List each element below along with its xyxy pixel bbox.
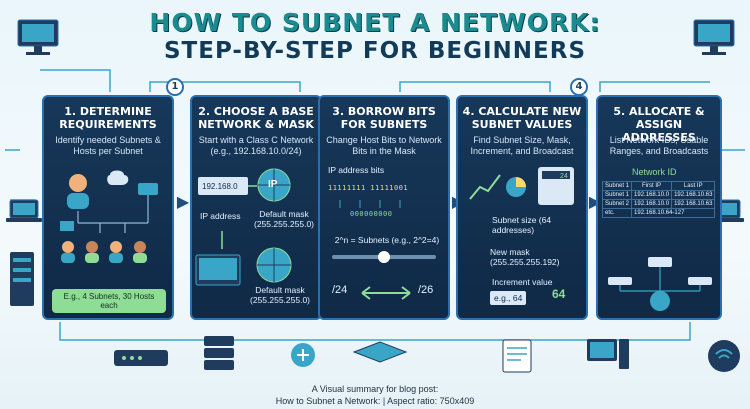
page-title: HOW TO SUBNET A NETWORK:: [149, 8, 601, 37]
step-2-panel: 2. CHOOSE A BASE NETWORK & MASK Start wi…: [190, 95, 322, 320]
desktop-monitor-icon-right: [693, 19, 735, 55]
caption-line-2: How to Subnet a Network: | Aspect ratio:…: [275, 396, 475, 406]
network-devices-icon: [608, 257, 712, 311]
router-icon: [291, 343, 315, 367]
step-2-title: 2. CHOOSE A BASE NETWORK & MASK: [198, 105, 314, 131]
bits-label: IP address bits: [328, 165, 385, 175]
table-cell: Subnet 1: [601, 190, 633, 200]
laptop-icon: [6, 199, 42, 222]
calculator-display: 24: [560, 173, 568, 180]
step-marker-4: 4: [570, 78, 588, 96]
step-3-title: 3. BORROW BITS FOR SUBNETS: [332, 105, 436, 131]
step-4-description: Find Subnet Size, Mask, Increment, and B…: [470, 135, 574, 156]
network-id-label: Network ID: [632, 167, 677, 177]
step-1-panel: 1. DETERMINE REQUIREMENTS Identify neede…: [42, 95, 174, 320]
desktop-monitor-icon: [17, 19, 59, 55]
server-icon: [10, 252, 34, 306]
caption-line-1: A Visual summary for blog post:: [311, 384, 439, 394]
table-header-row: Subnet 1 First IP Last IP: [601, 181, 716, 191]
arrow-1-to-2: ▶: [176, 192, 190, 211]
bits-row-1: 11111111 11111001: [328, 184, 409, 192]
ip-address-box: 192.168.0: [202, 182, 238, 191]
table-cell: 192.168.10.63: [671, 190, 716, 200]
cidr-to: /26: [418, 284, 434, 296]
table-cell: 192.168.10.64-127: [631, 208, 716, 218]
step-5-title: 5. ALLOCATE & ASSIGN ADDRESSES: [613, 105, 705, 144]
ip-network-diagram: [195, 168, 292, 286]
step-marker-1: 1: [166, 78, 184, 96]
bits-row-2: 000000000: [350, 210, 393, 218]
table-row: Subnet 2 192.168.10.0 192.168.10.63: [601, 199, 716, 209]
page-subtitle: STEP-BY-STEP FOR BEGINNERS: [163, 38, 587, 64]
charts-calculator-icon: [469, 167, 574, 205]
table-row: etc. 192.168.10.64-127: [601, 208, 716, 218]
mask-slider: [332, 251, 436, 263]
core-router-icon: [352, 341, 408, 363]
increment-label: Increment value: [492, 277, 553, 287]
new-mask-label: New mask (255.255.255.192): [490, 247, 560, 267]
step-5-panel: 5. ALLOCATE & ASSIGN ADDRESSES List Netw…: [596, 95, 722, 320]
default-mask-label-1: Default mask (255.255.255.0): [253, 209, 315, 229]
step-1-example-pill: E.g., 4 Subnets, 30 Hosts each: [52, 289, 166, 313]
table-header: First IP: [631, 181, 673, 191]
ip-address-label: IP address: [200, 211, 241, 221]
step-3-panel: 3. BORROW BITS FOR SUBNETS Change Host B…: [318, 95, 450, 320]
increment-example: e.g., 64: [490, 291, 527, 305]
subnet-size-label: Subnet size (64 addresses): [492, 215, 552, 235]
cidr-from: /24: [332, 284, 348, 296]
ip-icon-text: IP: [268, 179, 278, 190]
increment-value: 64: [552, 287, 566, 301]
table-header: Subnet 1: [601, 181, 633, 191]
document-icon: [502, 339, 532, 373]
default-mask-label-2: Default mask (255.255.255.0): [249, 285, 311, 305]
step-3-description: Change Host Bits to Network Bits in the …: [326, 135, 442, 156]
step-1-title: 1. DETERMINE REQUIREMENTS: [59, 105, 157, 131]
step-4-title: 4. CALCULATE NEW SUBNET VALUES: [462, 105, 582, 131]
address-table: Subnet 1 First IP Last IP Subnet 1 192.1…: [601, 181, 716, 218]
step-5-description: List Network IDs, Usable Ranges, and Bro…: [609, 135, 709, 156]
step-2-description: Start with a Class C Network (e.g., 192.…: [198, 135, 314, 156]
table-header: Last IP: [671, 181, 716, 191]
step-4-panel: 4. CALCULATE NEW SUBNET VALUES Find Subn…: [456, 95, 588, 320]
wifi-router-icon: [708, 340, 740, 372]
address-table-wrap: Subnet 1 First IP Last IP Subnet 1 192.1…: [601, 181, 716, 218]
table-cell: Subnet 2: [601, 199, 633, 209]
bit-arrows: [339, 200, 401, 208]
table-cell: 192.168.10.0: [631, 199, 673, 209]
table-cell: 192.168.10.63: [671, 199, 716, 209]
double-arrow: [361, 286, 411, 300]
table-cell: etc.: [601, 208, 633, 218]
network-switch-icon: [114, 350, 168, 366]
subnet-formula: 2^n = Subnets (e.g., 2^2=4): [334, 235, 440, 245]
table-row: Subnet 1 192.168.10.0 192.168.10.63: [601, 190, 716, 200]
step-1-description: Identify needed Subnets & Hosts per Subn…: [55, 135, 161, 156]
pc-workstation-icon: [587, 339, 629, 369]
people-network-icon: [60, 170, 158, 263]
server-stack-icon: [204, 336, 234, 370]
table-cell: 192.168.10.0: [631, 190, 673, 200]
